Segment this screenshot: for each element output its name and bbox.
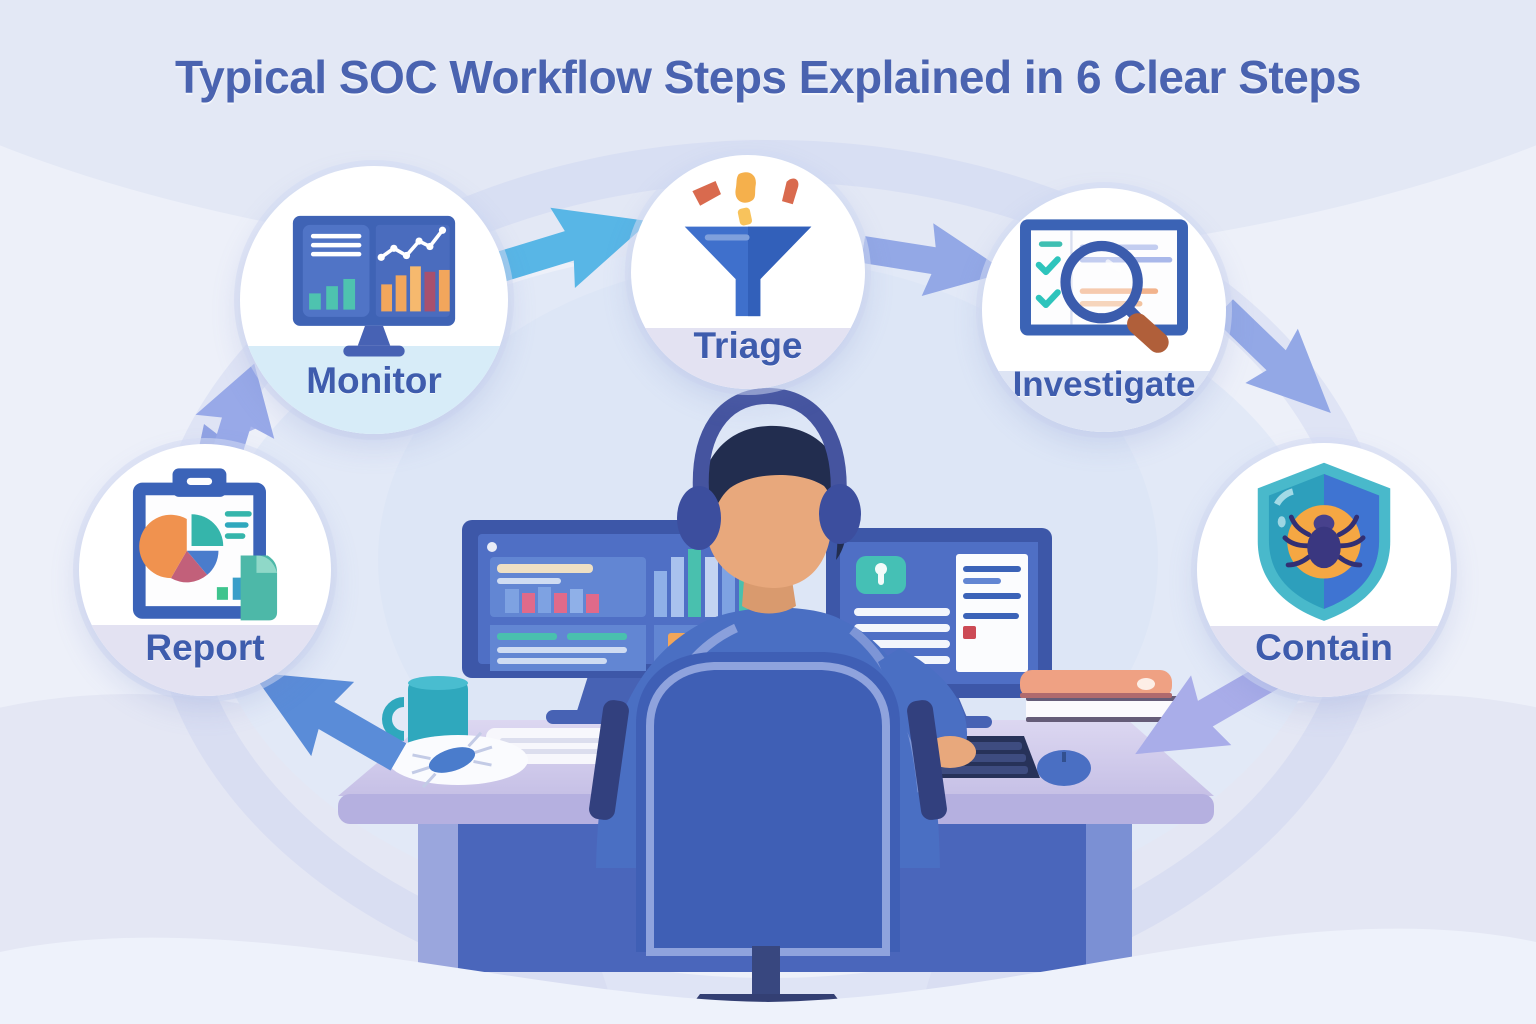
arrow-desk-to-report <box>225 628 424 801</box>
step-label-monitor: Monitor <box>306 360 442 402</box>
mouse <box>1037 750 1091 786</box>
headphone-cup-right <box>819 484 861 544</box>
step-label-report: Report <box>145 626 265 668</box>
floor <box>0 928 1536 1024</box>
step-circle-report: Report <box>79 444 331 696</box>
step-circle-monitor: Monitor <box>240 166 508 434</box>
mousepad-bug <box>388 731 528 789</box>
headphones-band <box>692 387 847 506</box>
magnifier-checklist-icon <box>1020 219 1188 354</box>
arrow-monitor-to-triage <box>477 174 666 317</box>
step-circle-triage: Triage <box>631 155 865 389</box>
funnel-alerts-icon <box>684 172 812 317</box>
arrow-triage-to-investigate <box>856 207 1016 315</box>
step-label-contain: Contain <box>1255 627 1393 669</box>
headphone-cup-left <box>677 486 721 550</box>
step-circle-contain: Contain <box>1197 443 1451 697</box>
books-stack <box>1020 670 1178 722</box>
step-label-investigate: Investigate <box>1012 364 1196 404</box>
page-title: Typical SOC Workflow Steps Explained in … <box>174 51 1362 103</box>
clipboard-charts-icon <box>132 467 278 621</box>
lock-badge-icon <box>856 556 906 594</box>
dashboard-monitor-icon <box>292 215 456 357</box>
shield-bug-icon <box>1257 463 1391 622</box>
step-circle-investigate: Investigate <box>982 188 1226 432</box>
arrow-investigate-to-contain <box>1193 278 1363 447</box>
step-label-triage: Triage <box>693 324 803 366</box>
